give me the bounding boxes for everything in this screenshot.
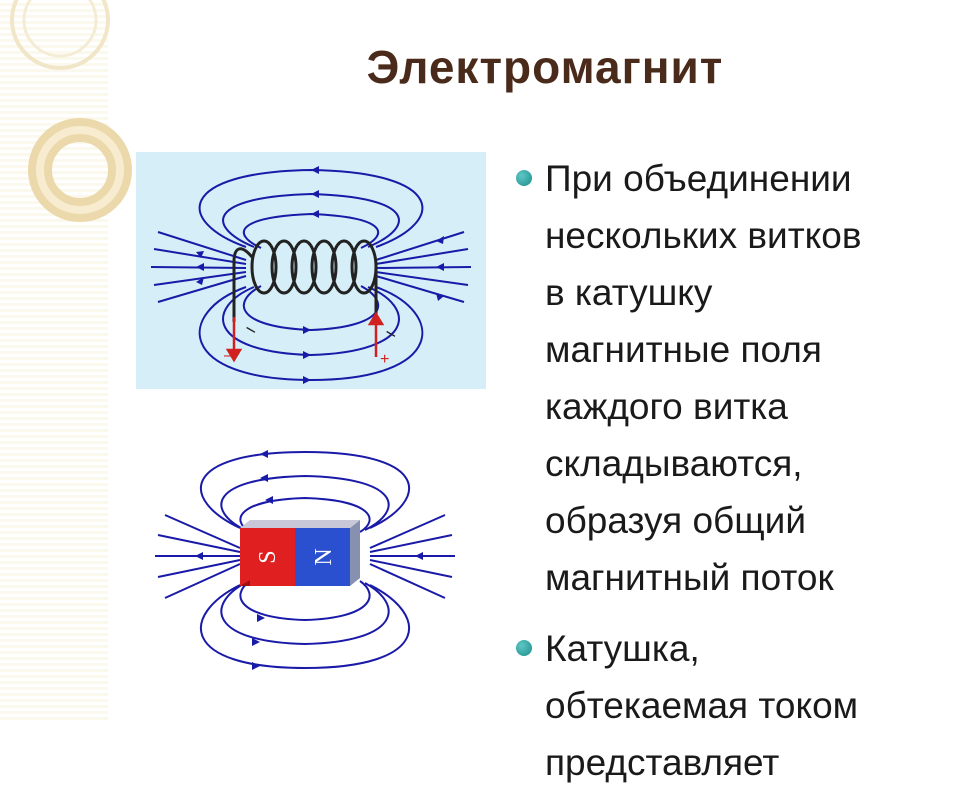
bullet-line: в катушку (545, 272, 713, 313)
bullet-line: складываются, (545, 443, 803, 484)
magnet-pole-north: N (311, 548, 337, 565)
coil-field-diagram: I I – + (150, 166, 472, 384)
bullet-dot-icon (516, 640, 532, 656)
bullet-line: Катушка, (545, 628, 700, 669)
ring-decoration-icon (10, 0, 132, 222)
bullet-item: При объединении нескольких витков в кату… (512, 150, 952, 606)
bullet-line: каждого витка (545, 386, 788, 427)
current-label-left: I (243, 324, 259, 335)
terminal-plus: + (380, 351, 389, 368)
bullet-line: обтекаемая током (545, 685, 859, 726)
terminal-minus: – (224, 347, 233, 364)
bullet-text: При объединении нескольких витков в кату… (545, 150, 952, 606)
current-label-right: I (383, 328, 399, 339)
bullet-line: При объединении (545, 158, 852, 199)
slide-title: Электромагнит (366, 41, 724, 93)
bullet-line: образуя общий (545, 500, 807, 541)
bullet-dot-icon (516, 170, 532, 186)
bullet-line: магнитный поток (545, 557, 834, 598)
magnet-pole-south: S (255, 550, 281, 563)
bullet-item: Катушка, обтекаемая током представляет (512, 620, 952, 791)
bullet-list: При объединении нескольких витков в кату… (512, 150, 952, 805)
bullet-line: представляет (545, 742, 780, 783)
bullet-text: Катушка, обтекаемая током представляет (545, 620, 952, 791)
bullet-line: нескольких витков (545, 215, 862, 256)
bar-magnet-field-diagram: S N (155, 450, 455, 670)
bullet-line: магнитные поля (545, 329, 822, 370)
